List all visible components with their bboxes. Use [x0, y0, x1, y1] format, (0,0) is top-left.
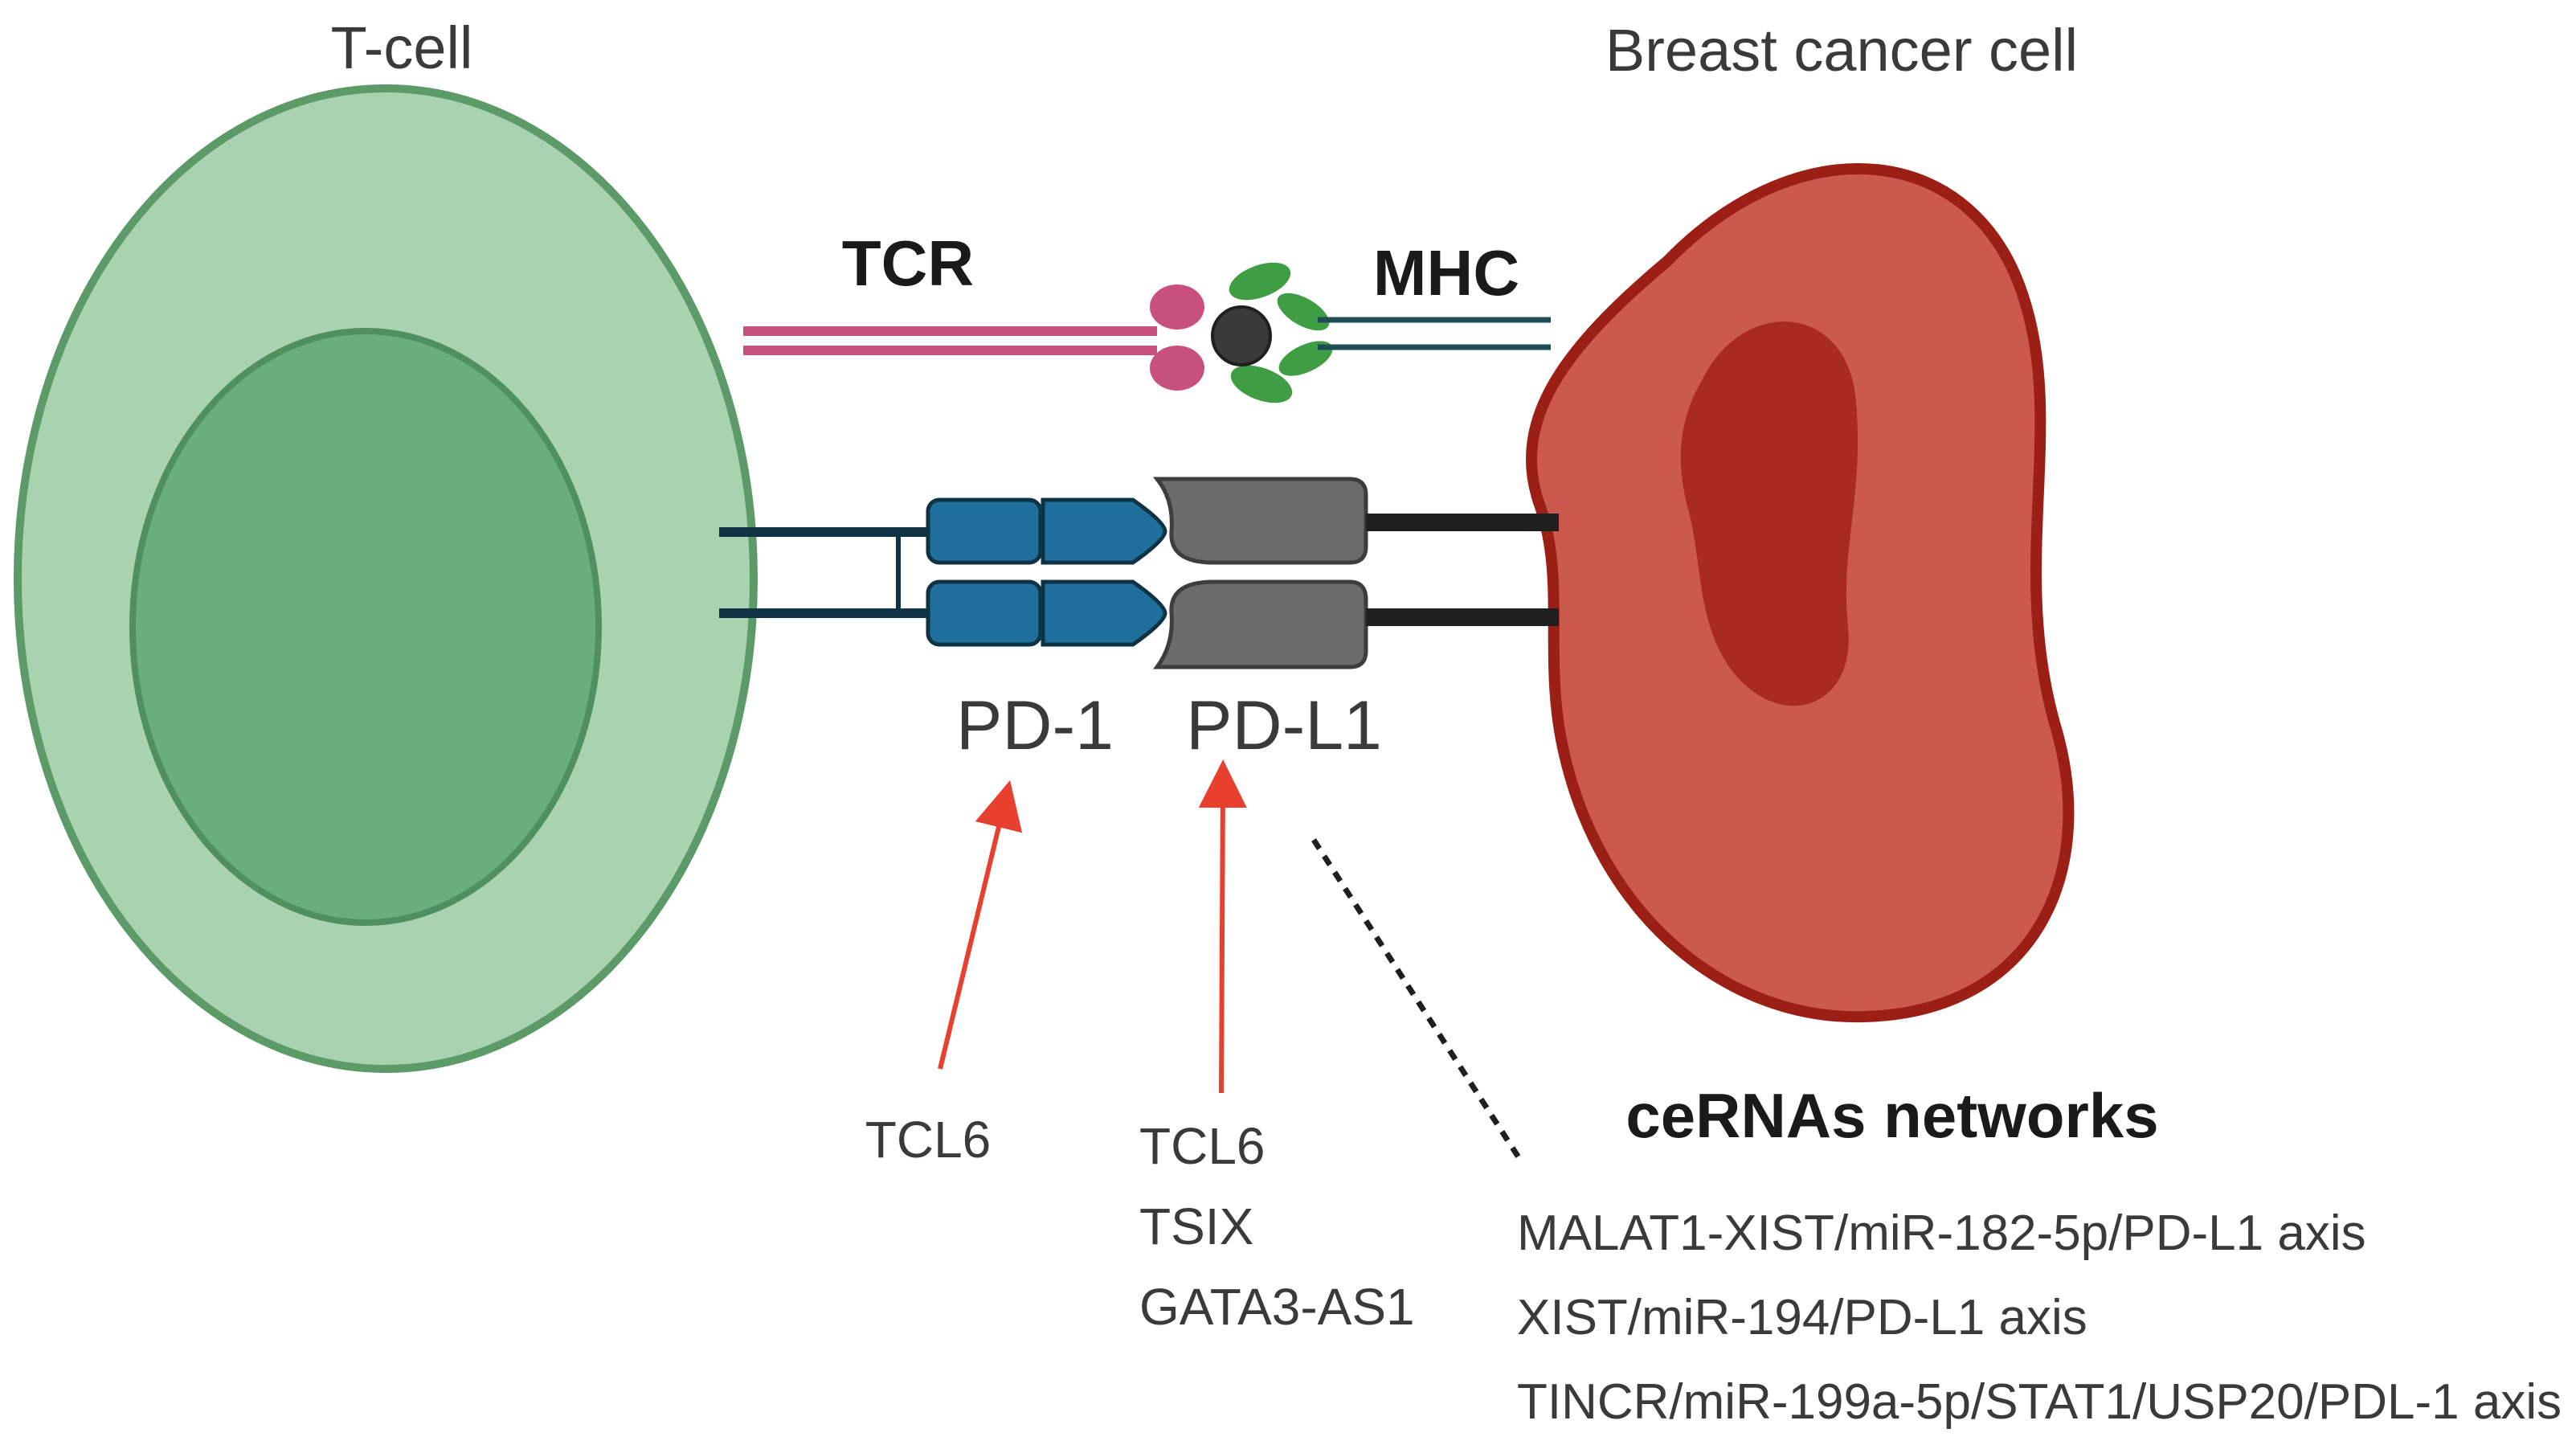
- tcr-head-top: [1150, 285, 1204, 330]
- pd1-regulator-item: TCL6: [865, 1111, 992, 1169]
- antigen-peptide: [1211, 305, 1272, 366]
- mhc-lobe-right-top: [1277, 293, 1330, 331]
- cancer-cell-nucleus: [1680, 321, 1858, 706]
- mhc-label: MHC: [1373, 237, 1519, 309]
- cerna-dashed-connector: [1311, 838, 1521, 1159]
- pd1-pdl1-complex: [719, 477, 1559, 669]
- pd1-domain-1-bottom: [926, 579, 1043, 647]
- cancer-cell-label: Breast cancer cell: [1605, 17, 2078, 84]
- t-cell: [14, 84, 758, 1073]
- pd1-domain-1-top: [926, 497, 1043, 565]
- pdl1-label: PD-L1: [1186, 687, 1382, 764]
- tcr-mhc-complex: [743, 262, 1551, 403]
- breast-cancer-cell: [1526, 163, 2075, 1023]
- pd1-label: PD-1: [956, 687, 1114, 764]
- pdl1-top-domain: [1152, 477, 1368, 565]
- pdl1-regulator-item: TCL6: [1139, 1117, 1266, 1175]
- cerna-title: ceRNAs networks: [1625, 1080, 2158, 1151]
- pdl1-regulator-item: GATA3-AS1: [1139, 1278, 1415, 1336]
- mhc-lobe-bottom: [1230, 365, 1293, 403]
- mhc-lobe-right-bottom: [1278, 341, 1333, 376]
- t-cell-nucleus: [129, 328, 602, 926]
- mhc-lobe-top: [1229, 262, 1291, 301]
- tcr-head-bottom: [1150, 346, 1204, 391]
- pd1-domain-2-bottom: [1041, 579, 1167, 647]
- pdl1-regulation-arrow: [1198, 759, 1247, 1094]
- t-cell-label: T-cell: [331, 14, 473, 81]
- cerna-axis-item: TINCR/miR-199a-5p/STAT1/USP20/PDL-1 axis: [1517, 1374, 2562, 1430]
- pd1-regulation-arrow: [938, 780, 1023, 1070]
- tcr-label: TCR: [842, 227, 974, 299]
- pd1-domain-2-top: [1041, 497, 1167, 565]
- pdl1-bottom-domain: [1153, 579, 1368, 669]
- pdl1-regulator-item: TSIX: [1139, 1197, 1253, 1255]
- cerna-axis-item: MALAT1-XIST/miR-182-5p/PD-L1 axis: [1517, 1206, 2366, 1261]
- cerna-axis-item: XIST/miR-194/PD-L1 axis: [1517, 1290, 2087, 1345]
